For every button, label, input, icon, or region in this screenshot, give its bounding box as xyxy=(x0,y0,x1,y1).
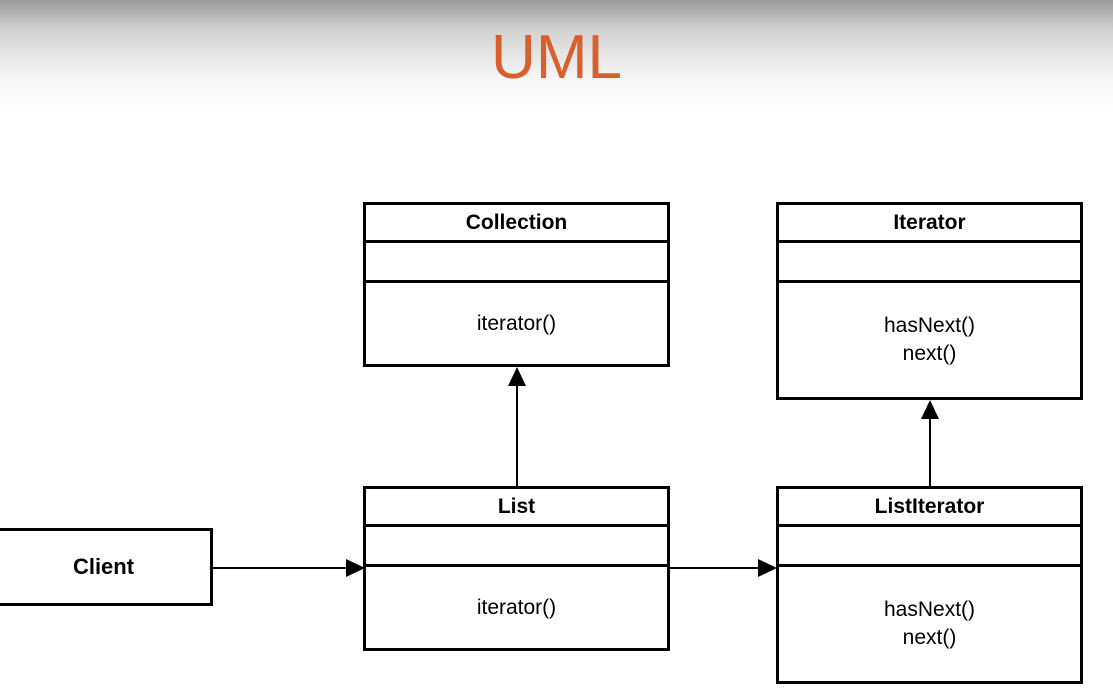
operation: iterator() xyxy=(476,595,557,619)
list-class-name: List xyxy=(366,489,667,527)
list-arrowhead xyxy=(346,559,365,577)
listiterator-arrowhead xyxy=(758,559,777,577)
client-box: Client xyxy=(0,528,213,606)
listiterator-operations: hasNext() next() xyxy=(779,567,1080,681)
iterator-operations: hasNext() next() xyxy=(779,283,1080,397)
page-title: UML xyxy=(491,23,622,92)
client-label: Client xyxy=(72,554,135,579)
iterator-arrowhead xyxy=(921,400,939,419)
collection-class-name: Collection xyxy=(366,205,667,243)
listiterator-class: ListIterator hasNext() next() xyxy=(776,486,1083,684)
operation: next() xyxy=(902,626,957,649)
collection-operations: iterator() xyxy=(366,283,667,364)
operation: iterator() xyxy=(476,311,557,335)
collection-attributes xyxy=(366,243,667,283)
listiterator-attributes xyxy=(779,527,1080,567)
listiterator-class-name: ListIterator xyxy=(779,489,1080,527)
list-attributes xyxy=(366,527,667,567)
operation: next() xyxy=(902,342,957,365)
list-operations: iterator() xyxy=(366,567,667,648)
header-band xyxy=(0,0,1113,130)
list-class: List iterator() xyxy=(363,486,670,651)
collection-class: Collection iterator() xyxy=(363,202,670,367)
operation: hasNext() xyxy=(883,598,976,621)
iterator-attributes xyxy=(779,243,1080,283)
iterator-class-name: Iterator xyxy=(779,205,1080,243)
operation: hasNext() xyxy=(883,314,976,337)
iterator-class: Iterator hasNext() next() xyxy=(776,202,1083,400)
collection-arrowhead xyxy=(508,367,526,386)
